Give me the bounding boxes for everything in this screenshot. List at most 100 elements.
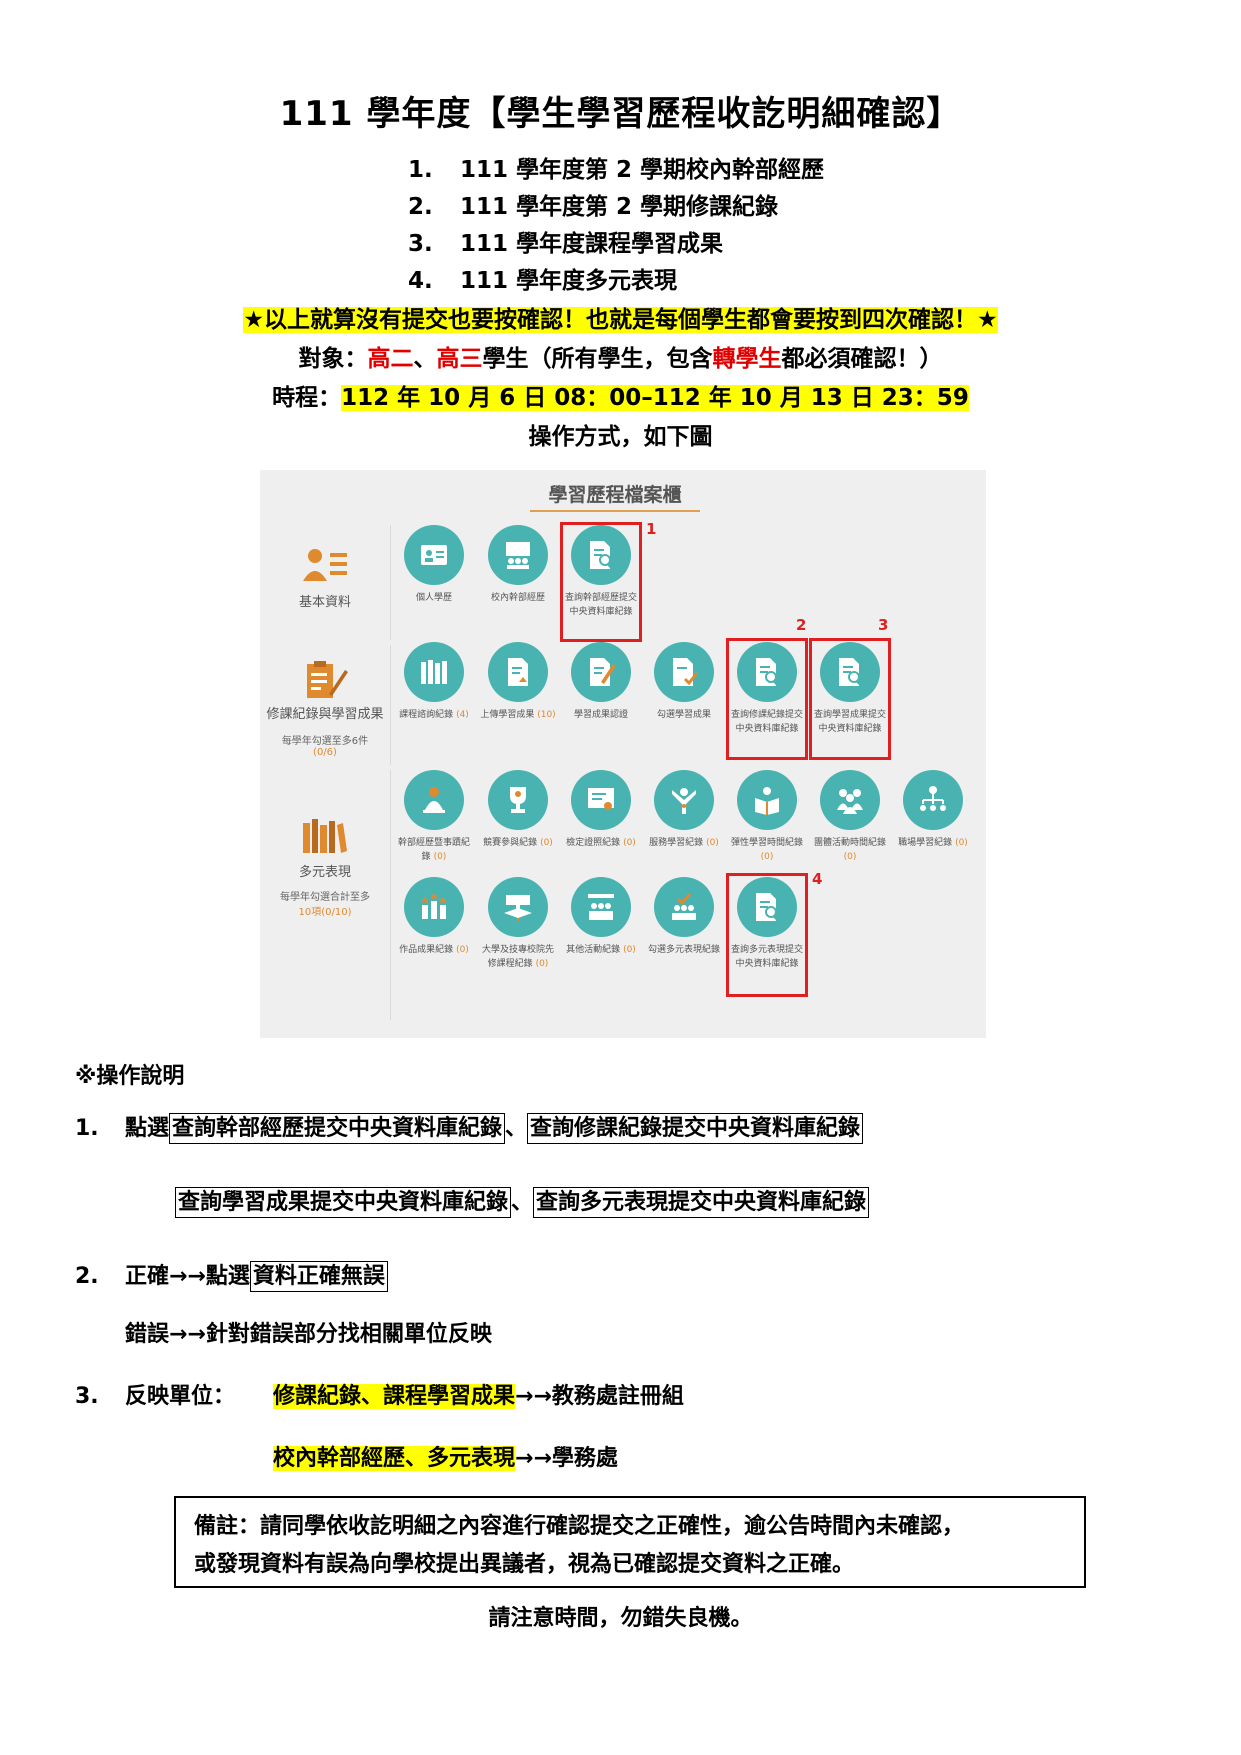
item-cadre-experience[interactable]: 校內幹部經歷 — [480, 525, 556, 605]
item-label: 查詢幹部經歷提交中央資料庫紀錄 — [564, 593, 637, 617]
item-other-activities[interactable]: 其他活動紀錄 (0) — [563, 877, 639, 957]
item-label: 個人學歷 — [415, 593, 452, 603]
note-line-2: 或發現資料有誤為向學校提出異議者，視為已確認提交資料之正確。 — [194, 1552, 855, 1577]
item-personal-education[interactable]: 個人學歷 — [396, 525, 472, 605]
list-item: 3.111 學年度課程學習成果 — [408, 224, 824, 261]
item-results-certify[interactable]: 學習成果認證 — [563, 642, 639, 722]
item-circle — [903, 770, 963, 830]
item-label: 查詢多元表現提交中央資料庫紀錄 — [730, 945, 803, 969]
marker-4: 4 — [812, 870, 823, 888]
profile-card-icon — [303, 549, 347, 581]
item-circle — [404, 642, 464, 702]
step-number: 3. — [75, 1384, 99, 1409]
item-circle — [654, 770, 714, 830]
query-diverse-button[interactable]: 查詢多元表現提交中央資料庫紀錄 — [533, 1187, 870, 1218]
marker-1: 1 — [646, 520, 657, 538]
item-flexible-learning[interactable]: 彈性學習時間紀錄 (0) — [729, 770, 805, 864]
item-service-learning[interactable]: 服務學習紀錄 (0) — [646, 770, 722, 850]
item-label-text: 彈性學習時間紀錄 — [730, 838, 803, 848]
item-query-cadre[interactable]: 查詢幹部經歷提交中央資料庫紀錄 — [563, 525, 639, 619]
item-label: 大學及技專校院先修課程紀錄 (0) — [480, 943, 556, 971]
panel-title-underline — [530, 510, 700, 512]
item-circle — [404, 770, 464, 830]
query-courses-button[interactable]: 查詢修課紀錄提交中央資料庫紀錄 — [527, 1113, 864, 1144]
item-label-text: 幹部經歷暨事蹟紀錄 — [397, 838, 470, 862]
category-courses: 修課紀錄與學習成果 每學年勾選至多6件(0/6) — [265, 660, 385, 758]
item-circle — [820, 642, 880, 702]
limit-count: 10項(0/10) — [298, 907, 352, 918]
item-label: 校內幹部經歷 — [490, 593, 545, 603]
group-board-icon — [506, 542, 530, 569]
page-title: 111 學年度【學生學習歷程收訖明細確認】 — [279, 94, 962, 134]
list-number: 4. — [408, 268, 433, 294]
item-query-courses[interactable]: 查詢修課紀錄提交中央資料庫紀錄 — [729, 642, 805, 736]
data-correct-button[interactable]: 資料正確無誤 — [249, 1261, 388, 1292]
item-label-text: 其他活動紀錄 — [566, 945, 621, 955]
item-works[interactable]: 作品成果紀錄 (0) — [396, 877, 472, 957]
item-label-text: 作品成果紀錄 — [399, 945, 454, 955]
item-circle — [654, 877, 714, 937]
clipboard-pencil-icon — [307, 661, 348, 698]
academic-office: →→教務處註冊組 — [515, 1384, 684, 1409]
list-text: 111 學年度第 2 學期校內幹部經歷 — [460, 157, 825, 183]
item-upload-results[interactable]: 上傳學習成果 (10) — [480, 642, 556, 722]
warning-line: ★以上就算沒有提交也要按確認！也就是每個學生都會要按到四次確認！★ — [0, 300, 1241, 334]
id-card-icon — [421, 545, 447, 565]
item-query-results[interactable]: 查詢學習成果提交中央資料庫紀錄 — [812, 642, 888, 736]
item-label: 查詢學習成果提交中央資料庫紀錄 — [813, 710, 886, 734]
note-box: 備註：請同學依收訖明細之內容進行確認提交之正確性，逾公告時間內未確認， 或發現資… — [174, 1496, 1086, 1588]
grade-3: 高三 — [436, 346, 483, 372]
list-text: 111 學年度多元表現 — [460, 268, 678, 294]
limit-text: 每學年勾選合計至多 — [280, 892, 370, 903]
team-icon — [837, 789, 863, 814]
item-label-text: 競賽參與紀錄 — [483, 838, 538, 848]
item-circle — [737, 877, 797, 937]
item-count: (0) — [623, 945, 636, 955]
reading-icon — [755, 787, 779, 815]
item-label-text: 服務學習紀錄 — [649, 838, 704, 848]
doc-search-icon — [839, 658, 864, 688]
item-group-activity[interactable]: 團體活動時間紀錄 (0) — [812, 770, 888, 864]
highlight-box-2 — [726, 638, 808, 760]
marker-3: 3 — [878, 616, 889, 634]
item-university-courses[interactable]: 大學及技專校院先修課程紀錄 (0) — [480, 877, 556, 971]
item-circle — [571, 770, 631, 830]
academic-items: 修課紀錄、課程學習成果 — [273, 1384, 516, 1409]
item-cadre-deeds[interactable]: 幹部經歷暨事蹟紀錄 (0) — [396, 770, 472, 864]
item-label: 幹部經歷暨事蹟紀錄 (0) — [396, 836, 472, 864]
item-certificates[interactable]: 檢定證照紀錄 (0) — [563, 770, 639, 850]
list-number: 2. — [408, 194, 433, 220]
certificate-icon — [588, 788, 614, 810]
item-count: (0) — [955, 838, 968, 848]
query-cadre-button[interactable]: 查詢幹部經歷提交中央資料庫紀錄 — [169, 1113, 506, 1144]
divider — [390, 645, 391, 765]
panel-title: 學習歷程檔案櫃 — [548, 484, 682, 506]
separator: 、 — [511, 1190, 534, 1215]
item-select-results[interactable]: 勾選學習成果 — [646, 642, 722, 722]
limit-text: 每學年勾選至多6件 — [281, 736, 369, 747]
bookshelf-icon — [303, 819, 347, 853]
category-name: 修課紀錄與學習成果 — [266, 707, 384, 722]
item-count: (0) — [623, 838, 636, 848]
award-bars-icon — [421, 892, 447, 919]
doc-pencil-icon — [590, 658, 616, 686]
item-circle — [488, 877, 548, 937]
item-label: 其他活動紀錄 (0) — [563, 943, 639, 957]
item-query-diverse[interactable]: 查詢多元表現提交中央資料庫紀錄 — [729, 877, 805, 971]
item-circle — [820, 770, 880, 830]
item-competition[interactable]: 競賽參與紀錄 (0) — [480, 770, 556, 850]
item-workplace-learning[interactable]: 職場學習紀錄 (0) — [895, 770, 971, 850]
item-count: (10) — [537, 710, 556, 720]
item-label-text: 課程諮詢紀錄 — [399, 710, 454, 720]
people-icon — [423, 787, 445, 813]
student-affairs-items: 校內幹部經歷、多元表現 — [273, 1446, 516, 1471]
item-label: 職場學習紀錄 (0) — [895, 836, 971, 850]
highlight-box-1 — [560, 522, 642, 642]
item-label: 服務學習紀錄 (0) — [646, 836, 722, 850]
highlight-box-4 — [726, 873, 808, 997]
query-results-button[interactable]: 查詢學習成果提交中央資料庫紀錄 — [175, 1187, 512, 1218]
item-course-consult[interactable]: 課程諮詢紀錄 (4) — [396, 642, 472, 722]
item-circle — [737, 770, 797, 830]
item-select-diverse[interactable]: 勾選多元表現紀錄 — [646, 877, 722, 957]
item-label-text: 團體活動時間紀錄 — [813, 838, 886, 848]
